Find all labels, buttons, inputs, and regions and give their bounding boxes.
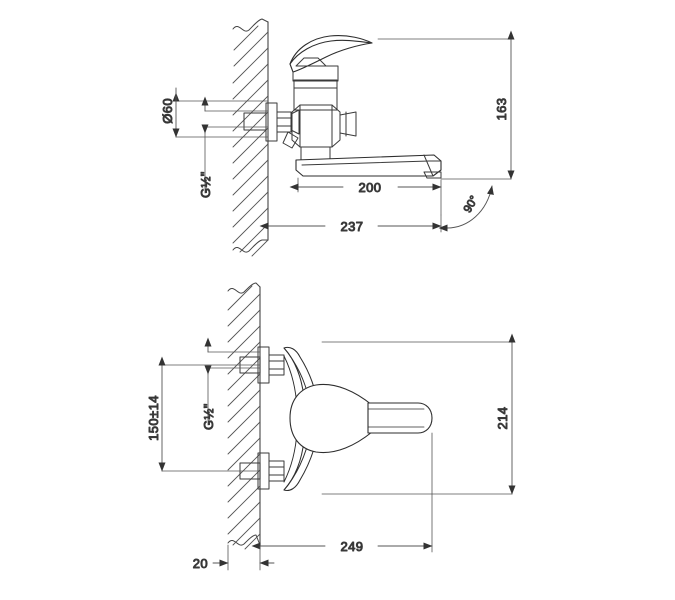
- side-elevation-view: Ø60 G½" 163 200: [160, 18, 515, 257]
- dimension-angle-90: [438, 185, 494, 232]
- wall-section-top: [232, 18, 269, 257]
- dimension-label-projection-237: 237: [341, 219, 364, 234]
- dimension-height-163: [377, 30, 515, 180]
- wall-hatching-bottom: [227, 285, 261, 550]
- dimension-offset-20: [212, 544, 275, 571]
- wall-section-bottom: [227, 282, 261, 550]
- plan-view: 150±14 G½" 214 249: [146, 282, 516, 572]
- wall-connector-top: [243, 102, 300, 142]
- dimension-label-offset-20: 20: [193, 556, 208, 571]
- dimension-label-diameter-60: Ø60: [160, 98, 175, 124]
- dimension-label-length-249: 249: [341, 539, 364, 554]
- wall-hatching-top: [232, 25, 269, 257]
- dimension-label-thread-top: G½": [198, 171, 213, 198]
- dimension-label-width-214: 214: [495, 407, 510, 430]
- mixer-body-plan: [283, 346, 433, 491]
- spout-top-view: [295, 154, 442, 179]
- dimension-center-150: [158, 356, 261, 472]
- dimension-thread-top: [201, 96, 269, 194]
- dimension-length-249: [251, 432, 433, 553]
- dimension-label-thread-bottom: G½": [201, 403, 216, 430]
- dimension-label-reach-200: 200: [359, 180, 382, 195]
- mixer-body-top: [282, 35, 373, 161]
- dimension-label-center-150: 150±14: [146, 395, 161, 441]
- dimension-diameter-60: [172, 87, 269, 138]
- dimension-thread-bottom: [204, 337, 261, 426]
- dimension-width-214: [321, 333, 516, 495]
- dimension-label-height-163: 163: [494, 98, 509, 121]
- dimension-label-angle-90: 90°: [462, 194, 481, 215]
